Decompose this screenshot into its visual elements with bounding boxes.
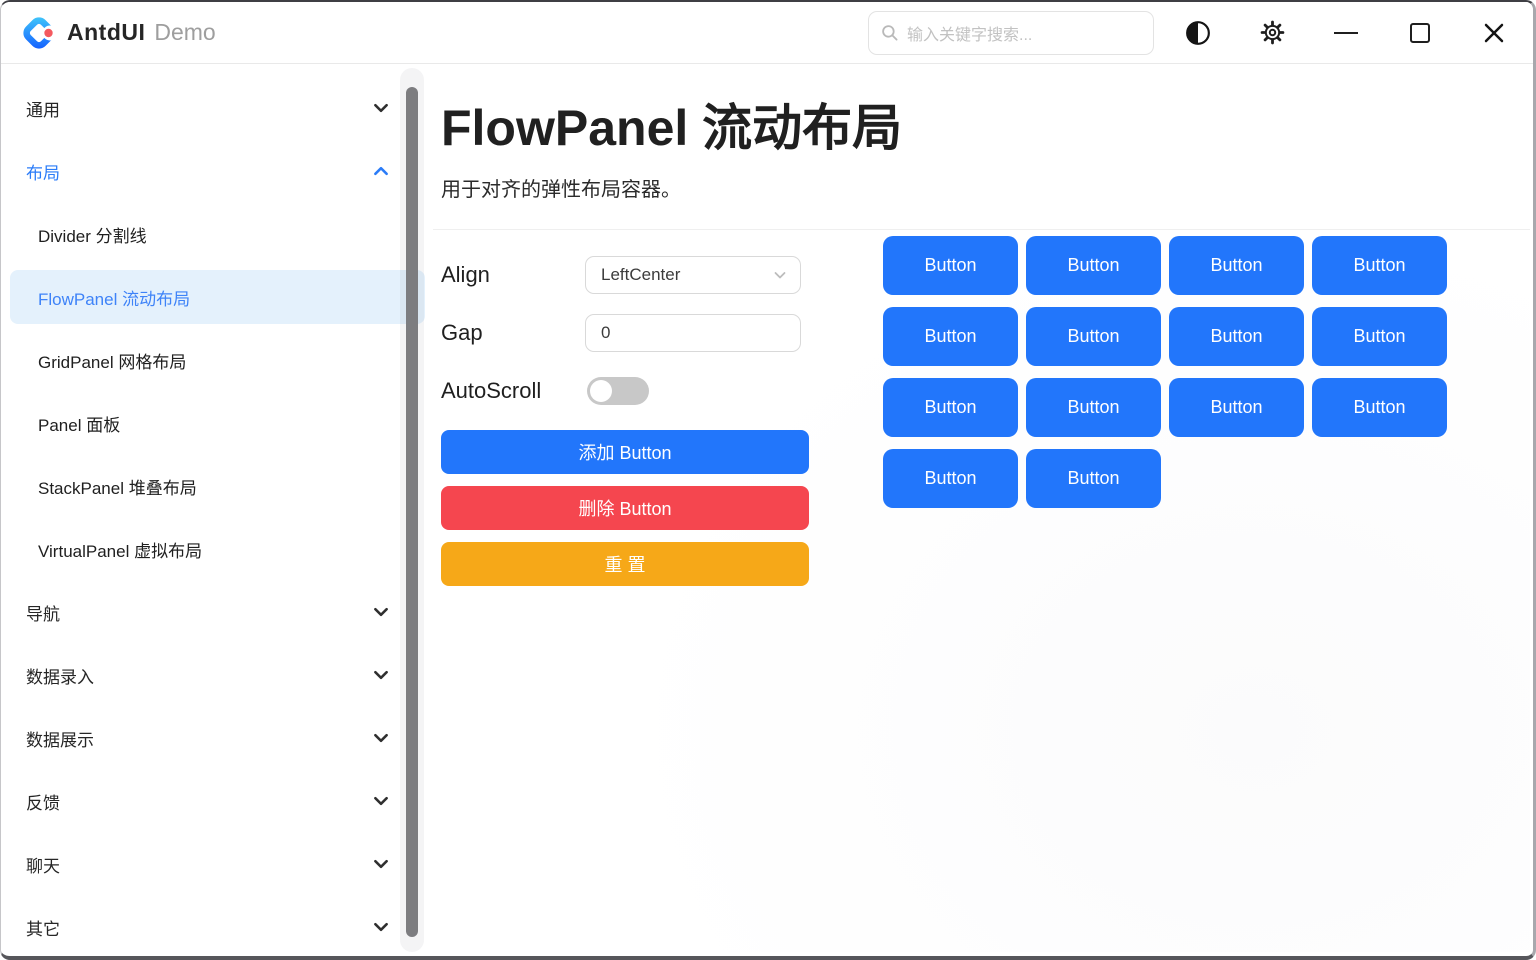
main-content: FlowPanel 流动布局 用于对齐的弹性布局容器。 Align LeftCe…	[433, 64, 1530, 952]
search-input[interactable]: 输入关键字搜索...	[868, 10, 1154, 55]
titlebar-buttons	[1185, 20, 1533, 46]
align-select-value: LeftCenter	[601, 265, 681, 284]
title-bar: AntdUI Demo 输入关键字搜索...	[1, 2, 1533, 64]
sidebar-item-label: 数据录入	[26, 667, 94, 687]
app-title: AntdUI	[67, 19, 146, 45]
demo-controls: Align LeftCenter Gap 0 AutoScroll	[441, 256, 809, 410]
antdui-logo-icon	[23, 16, 57, 49]
align-label: Align	[441, 262, 490, 287]
chevron-down-icon	[372, 792, 390, 810]
flow-demo-button[interactable]: Button	[883, 236, 1018, 295]
theme-contrast-icon[interactable]	[1185, 20, 1211, 46]
sidebar-item-label: StackPanel 堆叠布局	[38, 478, 197, 498]
chevron-down-icon	[372, 666, 390, 684]
search-icon	[882, 24, 898, 41]
maximize-icon	[1410, 22, 1430, 43]
autoscroll-toggle-knob	[590, 380, 612, 402]
gap-input[interactable]: 0	[585, 314, 801, 352]
autoscroll-label: AutoScroll	[441, 378, 542, 403]
add-button-action[interactable]: 添加 Button	[441, 430, 809, 474]
flow-demo-button[interactable]: Button	[1312, 236, 1447, 295]
sidebar-item-stackpanel[interactable]: StackPanel 堆叠布局	[10, 459, 425, 513]
flow-demo-button[interactable]: Button	[883, 307, 1018, 366]
sidebar-group-data-display[interactable]: 数据展示	[10, 711, 425, 765]
gap-row: Gap 0	[441, 314, 809, 352]
flow-demo-button[interactable]: Button	[1312, 307, 1447, 366]
sidebar-item-label: 聊天	[26, 856, 60, 876]
flow-demo-button[interactable]: Button	[1026, 449, 1161, 508]
header-divider	[433, 229, 1530, 230]
flow-demo-button[interactable]: Button	[1026, 378, 1161, 437]
reset-button-action[interactable]: 重 置	[441, 542, 809, 586]
minimize-button[interactable]	[1333, 20, 1359, 46]
chevron-down-icon	[372, 99, 390, 117]
sidebar-item-divider[interactable]: Divider 分割线	[10, 207, 425, 261]
chevron-down-icon	[372, 918, 390, 936]
minimize-icon	[1334, 31, 1358, 34]
sidebar-item-label: 通用	[26, 100, 60, 120]
sidebar-scrollbar-track[interactable]	[400, 68, 424, 952]
sidebar-item-label: Panel 面板	[38, 415, 121, 435]
sidebar-group-data-entry[interactable]: 数据录入	[10, 648, 425, 702]
sidebar-item-gridpanel[interactable]: GridPanel 网格布局	[10, 333, 425, 387]
sidebar-scrollbar-thumb[interactable]	[406, 87, 418, 937]
flow-demo-button[interactable]: Button	[1169, 378, 1304, 437]
chevron-down-icon	[372, 603, 390, 621]
sidebar-item-label: GridPanel 网格布局	[38, 352, 187, 372]
chevron-down-icon	[372, 729, 390, 747]
flow-demo-button[interactable]: Button	[1169, 236, 1304, 295]
delete-button-action[interactable]: 删除 Button	[441, 486, 809, 530]
sidebar-group-general[interactable]: 通用	[10, 81, 425, 135]
sidebar-group-chat[interactable]: 聊天	[10, 837, 425, 891]
flow-demo-button[interactable]: Button	[1312, 378, 1447, 437]
sidebar-item-flowpanel[interactable]: FlowPanel 流动布局	[10, 270, 425, 324]
chevron-up-icon	[372, 162, 390, 180]
sidebar-group-navigation[interactable]: 导航	[10, 585, 425, 639]
sidebar-item-label: 其它	[26, 919, 60, 939]
flow-demo-button[interactable]: Button	[1026, 307, 1161, 366]
action-buttons: 添加 Button 删除 Button 重 置	[441, 430, 809, 586]
sidebar-menu: 通用布局 Divider 分割线 FlowPanel 流动布局 GridPanel 网…	[2, 64, 425, 952]
flow-demo-button[interactable]: Button	[1026, 236, 1161, 295]
chevron-down-icon	[372, 855, 390, 873]
maximize-button[interactable]	[1407, 20, 1433, 46]
chevron-down-icon	[772, 267, 788, 283]
sidebar-group-feedback[interactable]: 反馈	[10, 774, 425, 828]
sidebar-item-virtualpanel[interactable]: VirtualPanel 虚拟布局	[10, 522, 425, 576]
sidebar-item-label: 数据展示	[26, 730, 94, 750]
sidebar-item-label: VirtualPanel 虚拟布局	[38, 541, 203, 561]
sidebar-item-label: 导航	[26, 604, 60, 624]
flow-demo-button[interactable]: Button	[883, 449, 1018, 508]
sidebar-item-label: Divider 分割线	[38, 226, 147, 246]
gap-input-value: 0	[601, 323, 611, 342]
settings-gear-icon[interactable]	[1259, 20, 1285, 46]
close-button[interactable]	[1481, 20, 1507, 46]
close-icon	[1484, 23, 1504, 42]
search-placeholder: 输入关键字搜索...	[907, 26, 1033, 44]
sidebar-item-label: 反馈	[26, 793, 60, 813]
flow-demo-button[interactable]: Button	[1169, 307, 1304, 366]
page-title: FlowPanel 流动布局	[441, 100, 903, 156]
sidebar-group-other[interactable]: 其它	[10, 900, 425, 952]
gap-label: Gap	[441, 320, 483, 345]
sidebar-item-label: 布局	[26, 163, 60, 183]
sidebar-group-layout[interactable]: 布局	[10, 144, 425, 198]
sidebar-item-panel[interactable]: Panel 面板	[10, 396, 425, 450]
autoscroll-toggle[interactable]	[587, 377, 649, 405]
align-select[interactable]: LeftCenter	[585, 256, 801, 294]
app-subtitle: Demo	[154, 19, 216, 45]
flow-demo-button[interactable]: Button	[883, 378, 1018, 437]
sidebar-item-label: FlowPanel 流动布局	[38, 289, 191, 309]
page-subtitle: 用于对齐的弹性布局容器。	[441, 179, 681, 201]
align-row: Align LeftCenter	[441, 256, 809, 294]
autoscroll-row: AutoScroll	[441, 372, 809, 410]
